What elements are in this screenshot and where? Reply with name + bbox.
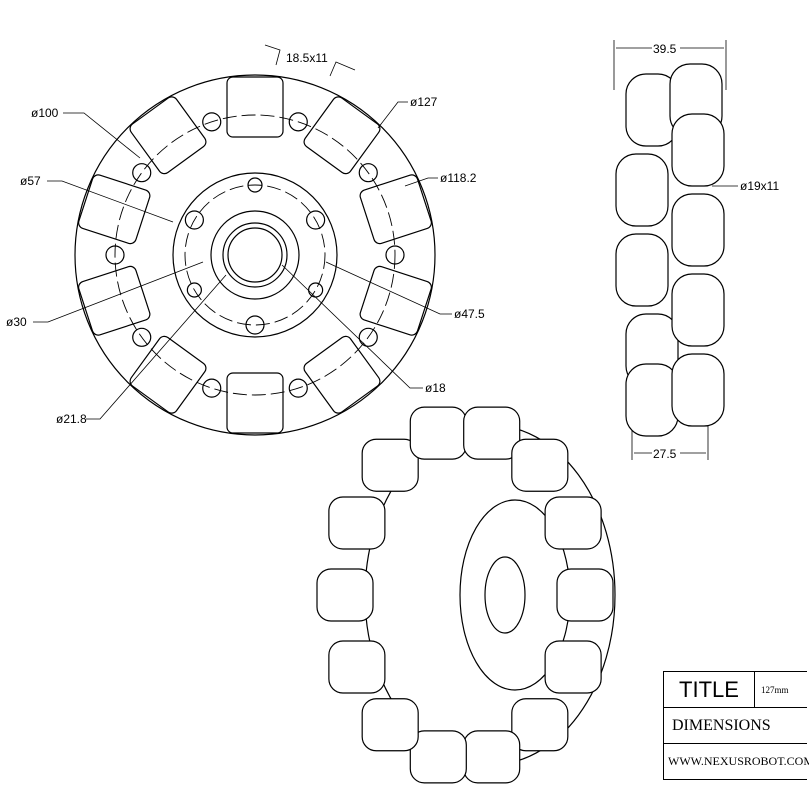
roller-pin-hole	[105, 245, 125, 265]
hub-bolt	[184, 210, 204, 230]
dim-d57: ø57	[20, 174, 41, 188]
side-roller	[625, 363, 679, 437]
roller-pin-hole	[202, 112, 222, 132]
title-label: TITLE	[664, 672, 755, 707]
roller	[359, 174, 432, 245]
roller	[303, 335, 381, 414]
iso-roller	[361, 438, 419, 492]
side-view	[613, 40, 738, 460]
roller-pin-hole	[358, 327, 378, 347]
side-roller	[671, 193, 725, 267]
dim-d100: ø100	[31, 106, 59, 120]
title-block: TITLE 127mm DIMENSIONS WWW.NEXUSROBOT.CO…	[663, 671, 809, 780]
iso-roller	[463, 730, 521, 784]
front-view	[74, 74, 436, 436]
iso-roller	[328, 496, 386, 550]
bolt-circle	[184, 184, 326, 326]
iso-roller	[409, 730, 467, 784]
dim-side-width: 39.5	[653, 42, 677, 56]
dim-d47: ø47.5	[454, 307, 485, 321]
iso-roller	[463, 406, 521, 460]
roller	[226, 76, 284, 138]
roller-pin-hole	[358, 163, 378, 183]
isometric-view	[316, 406, 616, 784]
roller-pin-hole	[288, 112, 308, 132]
roller	[359, 265, 432, 336]
hub-hole	[186, 282, 202, 298]
bore	[227, 227, 283, 283]
dim-roller-diameter: ø19x11	[740, 179, 779, 193]
dim-d18: ø18	[425, 381, 446, 395]
bore-outer	[222, 222, 288, 288]
iso-roller	[328, 640, 386, 694]
roller	[303, 96, 381, 175]
iso-roller	[361, 698, 419, 752]
dim-d30: ø30	[6, 315, 27, 329]
hub-flange	[210, 210, 300, 300]
title-size: 127mm	[761, 684, 789, 695]
iso-roller	[511, 438, 569, 492]
roller-pin-hole	[202, 378, 222, 398]
roller-pin-hole	[132, 163, 152, 183]
iso-roller	[316, 568, 374, 622]
side-roller	[615, 153, 669, 227]
wheel-outer-circle	[74, 74, 436, 436]
iso-roller	[544, 640, 602, 694]
side-roller	[671, 273, 725, 347]
dim-roller-size: 18.5x11	[286, 51, 328, 65]
dimension-lines	[33, 44, 452, 420]
dim-d127: ø127	[410, 95, 438, 109]
hub-bolt	[245, 315, 265, 335]
roller-pin-circle	[114, 114, 396, 396]
side-roller	[671, 353, 725, 427]
dim-d21: ø21.8	[56, 412, 87, 426]
dimensions-label: DIMENSIONS	[672, 716, 771, 734]
side-roller	[671, 113, 725, 187]
iso-bore	[484, 556, 526, 634]
side-roller	[615, 233, 669, 307]
iso-roller	[409, 406, 467, 460]
roller	[129, 335, 207, 414]
roller	[226, 372, 284, 434]
hub-hole	[247, 177, 263, 193]
iso-roller	[544, 496, 602, 550]
hub-circle	[172, 172, 338, 338]
roller	[129, 96, 207, 175]
website: WWW.NEXUSROBOT.COM	[668, 754, 809, 768]
roller	[78, 265, 151, 336]
dim-side-inner-width: 27.5	[653, 447, 677, 461]
roller-pin-hole	[288, 378, 308, 398]
roller-pin-hole	[132, 327, 152, 347]
hub-hole	[308, 282, 324, 298]
iso-roller	[556, 568, 614, 622]
roller	[78, 174, 151, 245]
roller-pin-hole	[385, 245, 405, 265]
dim-d118: ø118.2	[440, 171, 477, 185]
hub-bolt	[306, 210, 326, 230]
iso-roller	[511, 698, 569, 752]
